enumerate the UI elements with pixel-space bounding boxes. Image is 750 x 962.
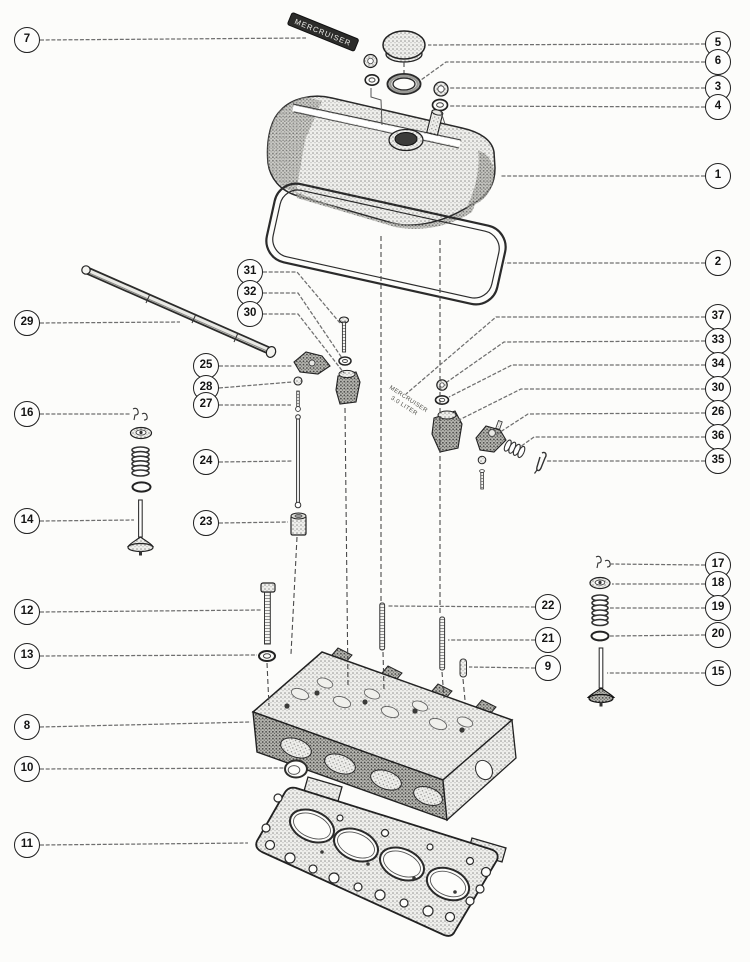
adjusting-screw-left bbox=[295, 390, 301, 412]
oil-filler-cap bbox=[382, 30, 426, 63]
filler-cap-gasket bbox=[386, 73, 422, 95]
leader-line-9 bbox=[468, 666, 536, 669]
leader-line-32 bbox=[263, 292, 343, 359]
valve-keepers-left bbox=[132, 407, 148, 421]
leader-line-13 bbox=[39, 654, 258, 657]
leader-lines bbox=[39, 37, 706, 846]
adjusting-nut-left bbox=[293, 376, 303, 386]
head-bolt bbox=[260, 582, 276, 645]
leader-line-28 bbox=[218, 381, 293, 389]
gasket-holes bbox=[261, 793, 492, 923]
retainer-clip bbox=[534, 451, 547, 474]
cylinder-head bbox=[251, 647, 517, 822]
leader-line-24 bbox=[218, 460, 293, 463]
cover-nut bbox=[433, 81, 449, 97]
head-decal: MERCRUISER 3.0 LITER bbox=[388, 385, 429, 417]
leader-line-8 bbox=[39, 721, 252, 728]
leader-line-5 bbox=[427, 43, 706, 46]
spring-retainer-right bbox=[589, 576, 611, 590]
push-rod bbox=[294, 414, 302, 509]
rocker-shaft bbox=[81, 265, 277, 358]
alignment-lines bbox=[266, 62, 466, 707]
valve-seal-right bbox=[590, 630, 610, 642]
leader-line-10 bbox=[39, 767, 285, 770]
rocker-arm-right bbox=[475, 420, 507, 453]
rocker-nut-right bbox=[436, 379, 448, 391]
spring-retainer-left bbox=[129, 426, 153, 440]
dowel-pin bbox=[459, 658, 467, 678]
rocker-spring bbox=[503, 439, 526, 459]
valve-spring-right bbox=[591, 594, 609, 627]
leader-line-4 bbox=[449, 105, 706, 108]
cover-washer bbox=[431, 98, 449, 112]
cover-decal-strip: MERCRUISER bbox=[287, 12, 359, 52]
cover-nut-front bbox=[363, 53, 378, 69]
leader-line-17 bbox=[609, 563, 706, 566]
leader-line-36 bbox=[519, 436, 705, 448]
valve-cover bbox=[266, 95, 496, 229]
leader-line-37 bbox=[405, 316, 705, 395]
leader-line-29 bbox=[39, 321, 181, 324]
valve-lifter bbox=[290, 512, 307, 536]
valve-cover-gasket bbox=[265, 182, 507, 306]
cylinder-bores bbox=[289, 808, 471, 902]
rocker-bolt-washer bbox=[338, 356, 352, 366]
head-gasket bbox=[255, 776, 507, 937]
leader-line-11 bbox=[39, 842, 249, 846]
core-plug bbox=[284, 759, 308, 779]
adjusting-screw-right bbox=[479, 469, 485, 490]
rocker-stand-left bbox=[335, 369, 361, 405]
leader-line-33 bbox=[446, 340, 706, 383]
cover-washer-front bbox=[364, 74, 380, 87]
rocker-arm-left bbox=[293, 351, 331, 375]
valve-seal-left bbox=[131, 481, 152, 493]
stud-long bbox=[379, 602, 386, 651]
rocker-stand-right bbox=[431, 410, 463, 453]
cover-decal-text: MERCRUISER bbox=[293, 17, 352, 48]
valve-keepers-right bbox=[595, 555, 611, 569]
leader-line-30-left bbox=[263, 313, 345, 374]
leader-line-26 bbox=[493, 412, 706, 437]
breather-boss bbox=[426, 109, 444, 136]
valve-spring-left bbox=[131, 446, 150, 477]
leader-line-12 bbox=[39, 609, 262, 613]
filler-hole-boss bbox=[388, 128, 424, 152]
leader-line-23 bbox=[218, 521, 289, 524]
leader-line-34 bbox=[448, 364, 705, 398]
gasket-pinholes bbox=[320, 850, 457, 894]
rocker-bolt bbox=[338, 316, 350, 353]
stud-short bbox=[439, 616, 446, 671]
leader-line-30-right bbox=[458, 388, 705, 421]
valve-left bbox=[126, 499, 155, 556]
leader-line-6 bbox=[420, 61, 705, 81]
head-bolt-washer bbox=[258, 650, 276, 662]
leader-line-14 bbox=[39, 519, 135, 522]
adjusting-nut-right bbox=[477, 455, 487, 465]
leader-line-7 bbox=[39, 37, 307, 41]
valve-right bbox=[586, 647, 616, 707]
rocker-washer-right bbox=[434, 394, 450, 405]
leader-line-22 bbox=[387, 605, 536, 608]
leader-line-20 bbox=[609, 634, 706, 637]
